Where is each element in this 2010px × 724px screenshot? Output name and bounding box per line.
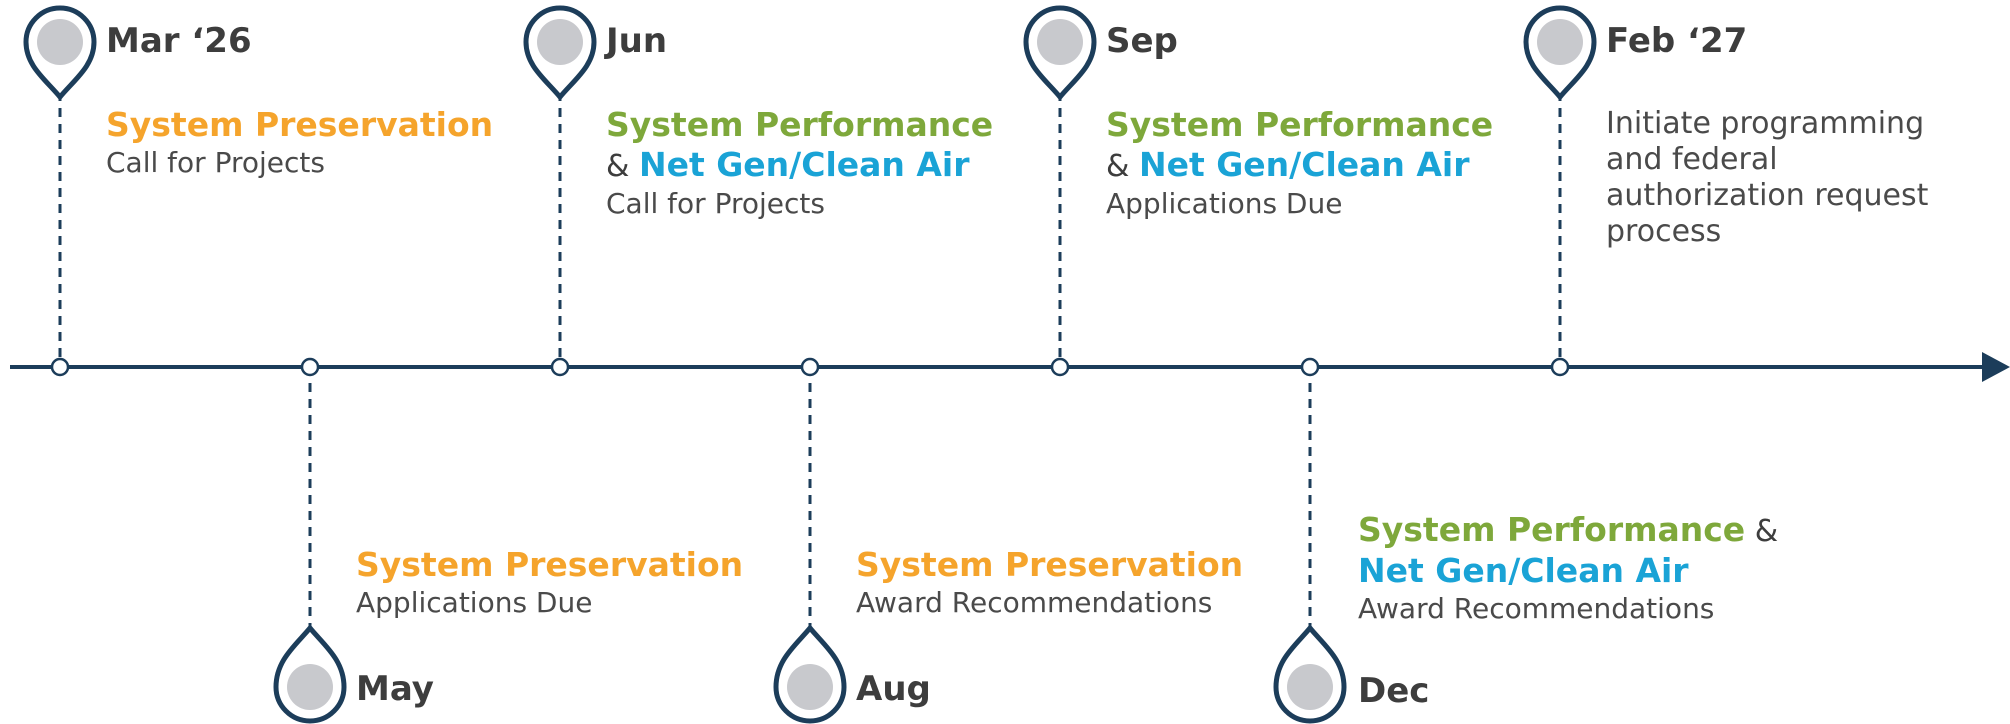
program-name: System Performance [606, 105, 994, 144]
map-pin-center [1537, 19, 1583, 65]
milestone-label-jun: Jun [606, 21, 668, 61]
axis-node-may [300, 357, 320, 377]
milestone-label-may: May [356, 669, 434, 709]
event-line: Initiate programming [1606, 106, 1925, 141]
map-pin-center [537, 19, 583, 65]
ampersand: & [1106, 149, 1130, 184]
event-detail: Applications Due [356, 586, 593, 619]
event-dec: System Performance & Net Gen/Clean Air A… [1358, 510, 1778, 627]
event-jun: System Performance & Net Gen/Clean Air C… [606, 105, 993, 222]
event-may: System Preservation Applications Due [356, 545, 743, 621]
event-aug: System Preservation Award Recommendation… [856, 545, 1243, 621]
event-mar26: System Preservation Call for Projects [106, 105, 493, 181]
map-pin-center [287, 664, 333, 710]
program-name: Net Gen/Clean Air [1138, 145, 1470, 184]
event-detail: Call for Projects [606, 187, 825, 220]
milestone-label-mar26: Mar ‘26 [106, 21, 252, 61]
event-detail: Applications Due [1106, 187, 1343, 220]
axis-node-mar26 [50, 357, 70, 377]
program-name: System Preservation [106, 105, 494, 144]
milestone-label-aug: Aug [856, 669, 931, 709]
event-detail: Award Recommendations [1358, 592, 1715, 625]
map-pin-center [787, 664, 833, 710]
milestone-label-dec: Dec [1358, 671, 1430, 711]
timeline-arrow-icon [1982, 352, 2010, 382]
map-pin-center [1037, 19, 1083, 65]
event-line: process [1606, 214, 1722, 249]
map-pin-center [37, 19, 83, 65]
event-detail: Call for Projects [106, 146, 325, 179]
axis-node-aug [800, 357, 820, 377]
ampersand: & [606, 149, 630, 184]
program-name: System Performance [1106, 105, 1494, 144]
program-name: System Preservation [356, 545, 744, 584]
axis-node-dec [1300, 357, 1320, 377]
program-name: Net Gen/Clean Air [1358, 551, 1689, 590]
axis-node-sep [1050, 357, 1070, 377]
map-pin-center [1287, 664, 1333, 710]
program-name: Net Gen/Clean Air [638, 145, 970, 184]
milestone-label-sep: Sep [1106, 21, 1178, 61]
ampersand: & [1754, 514, 1779, 549]
event-feb27: Initiate programming and federal authori… [1606, 106, 1928, 250]
event-sep: System Performance & Net Gen/Clean Air A… [1106, 105, 1493, 222]
event-line: and federal [1606, 142, 1778, 177]
axis-node-jun [550, 357, 570, 377]
event-line: authorization request [1606, 178, 1929, 213]
program-name: System Preservation [856, 545, 1244, 584]
milestone-label-feb27: Feb ‘27 [1606, 21, 1748, 61]
event-detail: Award Recommendations [856, 586, 1213, 619]
axis-node-feb27 [1550, 357, 1570, 377]
program-name: System Performance [1358, 510, 1746, 549]
